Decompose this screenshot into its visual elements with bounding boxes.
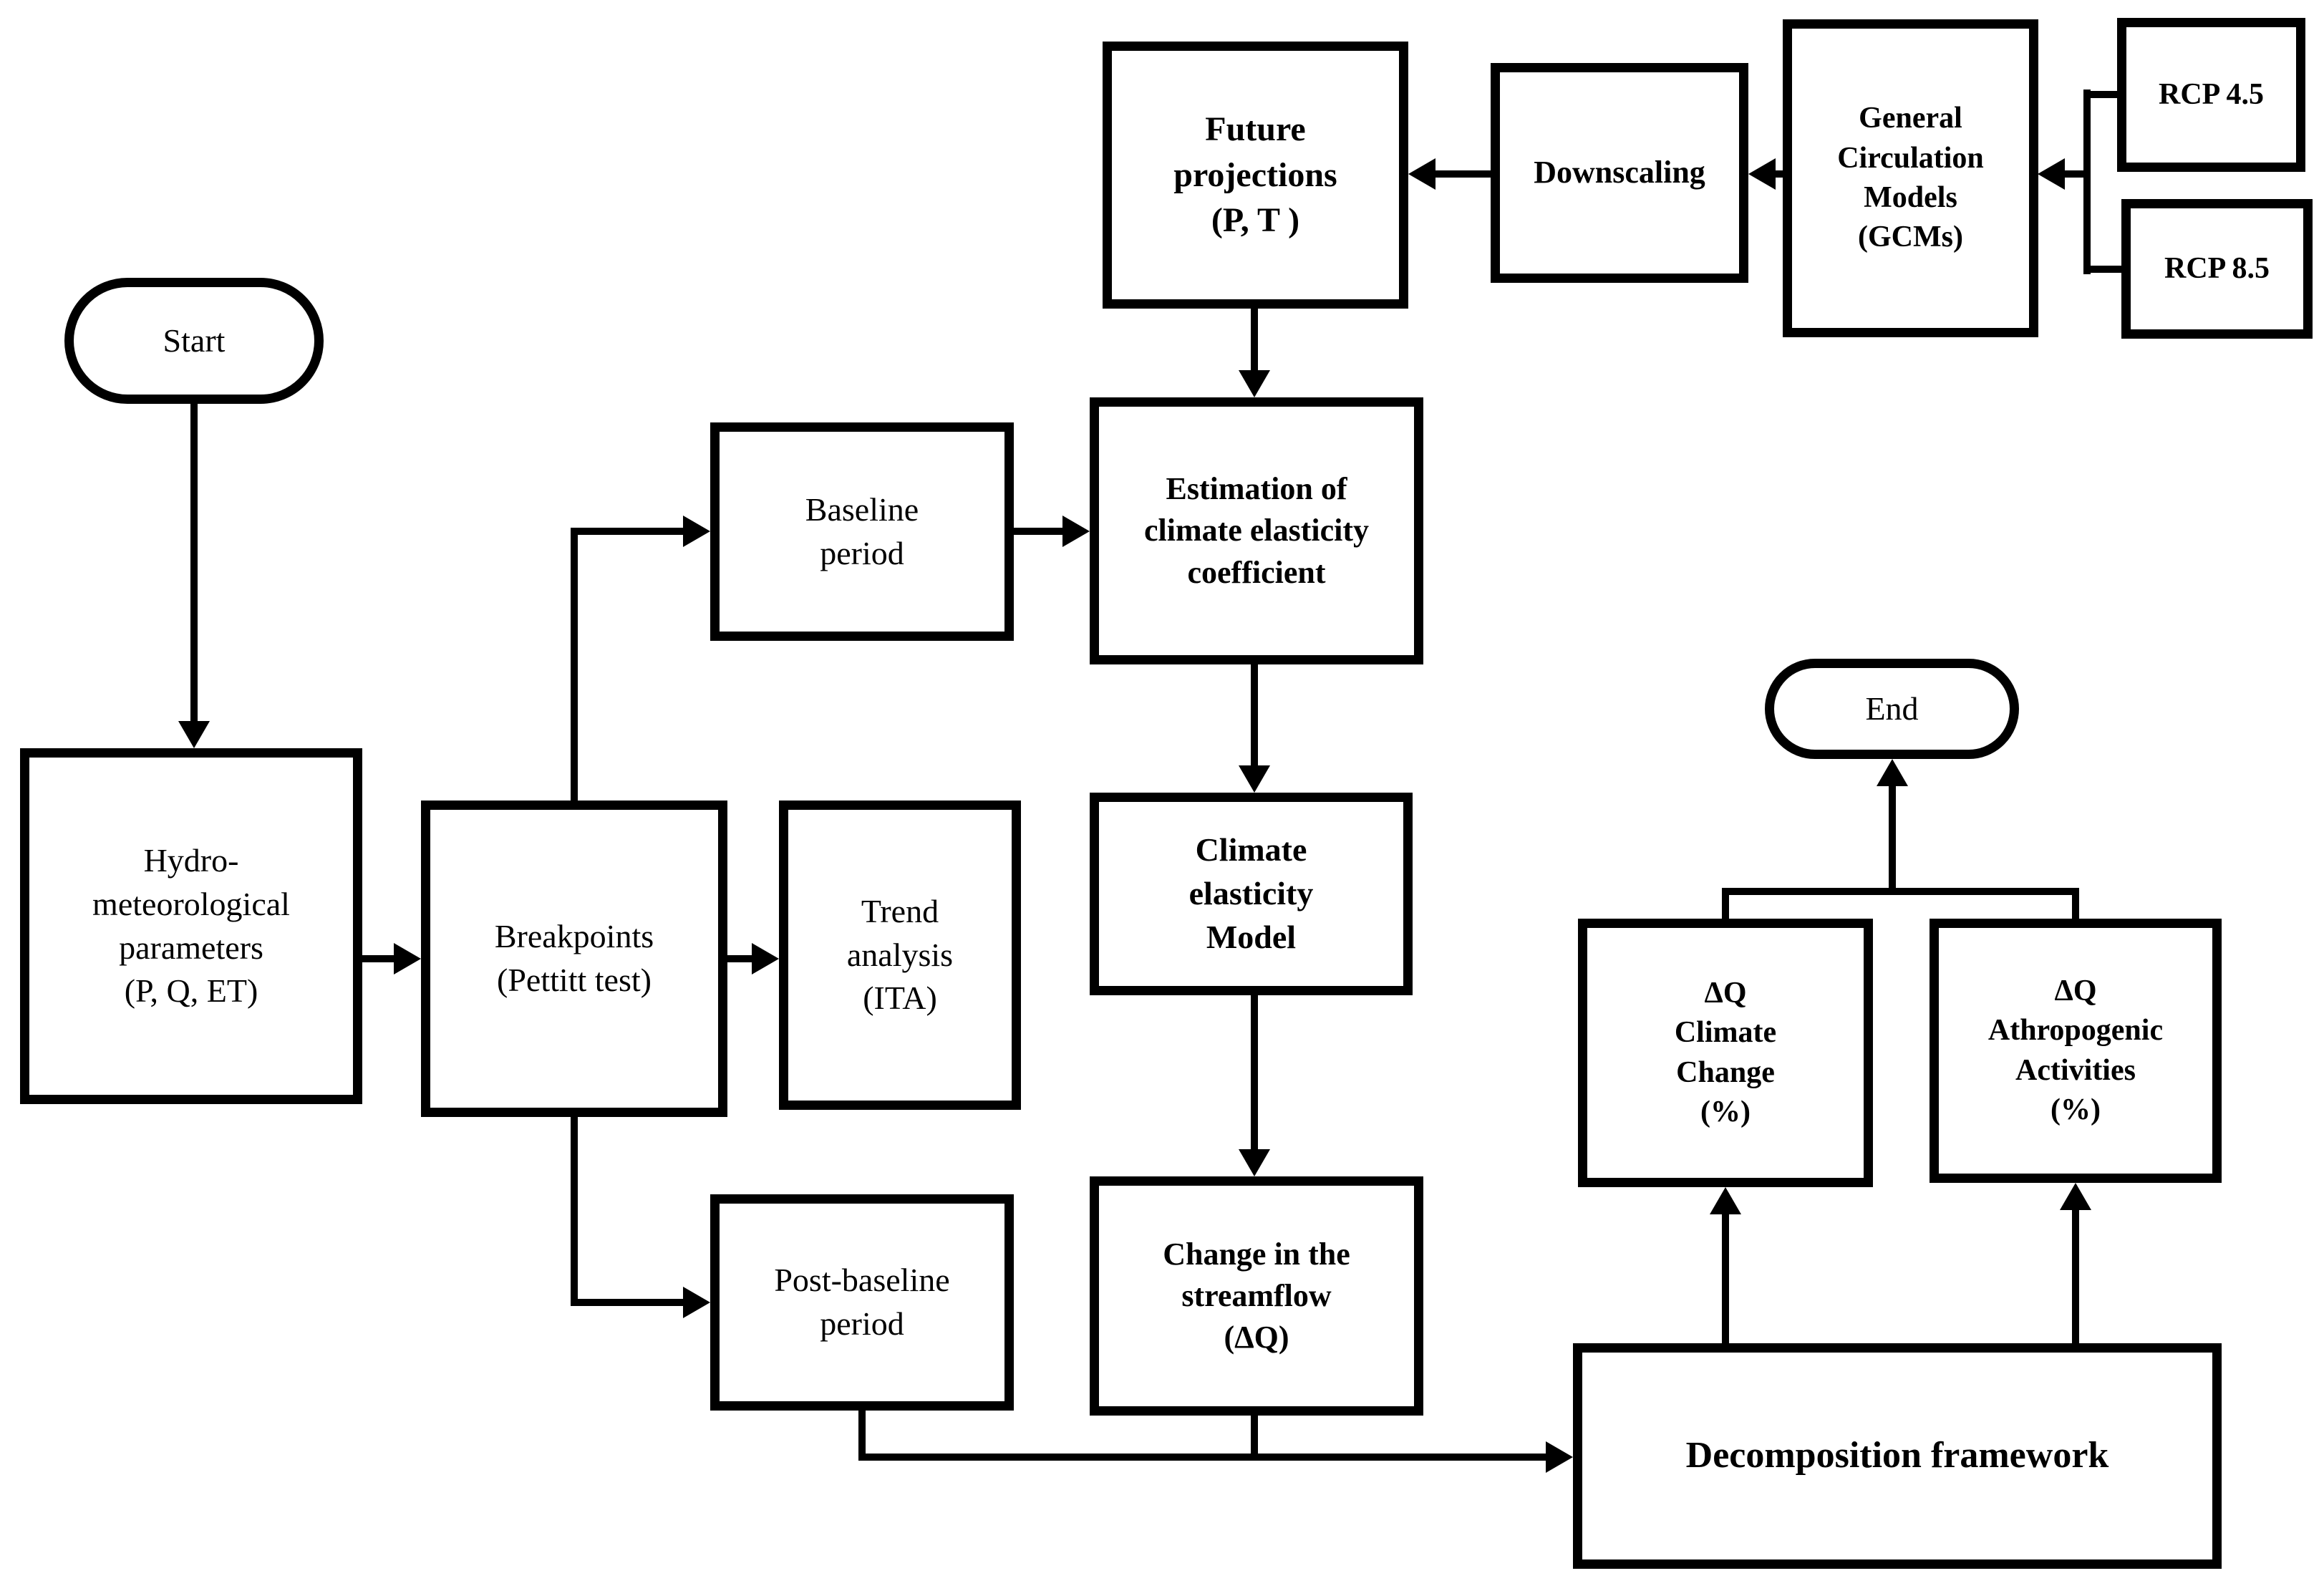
line-breakpoints-down — [571, 1117, 578, 1306]
node-start: Start — [64, 278, 324, 404]
node-climate-elasticity-model: Climate elasticity Model — [1090, 793, 1413, 995]
line-breakpoints-up — [571, 528, 578, 801]
arrowhead-model-to-change — [1239, 1149, 1270, 1176]
line-rcp-bracket-vertical — [2083, 90, 2091, 274]
node-downscaling: Downscaling — [1491, 63, 1748, 283]
line-breakpoints-to-baseline — [571, 528, 684, 535]
node-baseline-period: Baseline period — [710, 422, 1014, 641]
arrowhead-decomposition-to-dq-anthropogenic — [2060, 1183, 2091, 1210]
node-hydrometeorological-parameters: Hydro- meteorological parameters (P, Q, … — [20, 748, 362, 1104]
line-dq-anthropogenic-up-stub — [2072, 888, 2079, 924]
arrowhead-downscaling-to-future — [1408, 158, 1435, 190]
arrowhead-merge-to-decomposition — [1546, 1441, 1573, 1473]
line-hydromet-to-breakpoints — [362, 955, 395, 962]
arrowhead-hydromet-to-breakpoints — [394, 943, 421, 974]
line-decomposition-to-dq-climate — [1722, 1211, 1729, 1343]
node-post-baseline-period: Post-baseline period — [710, 1194, 1014, 1411]
node-dq-climate-change: ΔQ Climate Change (%) — [1578, 919, 1873, 1187]
arrowhead-breakpoints-to-postbaseline — [683, 1287, 710, 1318]
node-change-in-streamflow: Change in the streamflow (ΔQ) — [1090, 1176, 1423, 1416]
line-join-to-end — [1889, 783, 1896, 895]
line-baseline-to-estimation — [1014, 528, 1064, 535]
arrowhead-decomposition-to-dq-climate — [1710, 1187, 1741, 1214]
node-rcp-45: RCP 4.5 — [2117, 18, 2305, 172]
line-future-to-estimation — [1251, 309, 1258, 374]
node-decomposition-framework: Decomposition framework — [1573, 1343, 2222, 1569]
arrowhead-start-to-hydromet — [178, 721, 210, 748]
node-rcp-85: RCP 8.5 — [2121, 199, 2313, 339]
line-postbaseline-down-stub — [858, 1411, 866, 1461]
arrowhead-rcp-to-gcms — [2038, 158, 2065, 190]
line-model-to-change — [1251, 995, 1258, 1153]
line-gcms-to-downscaling — [1774, 170, 1784, 178]
line-decomposition-to-dq-anthropogenic — [2072, 1207, 2079, 1343]
line-rcp-bracket-to-gcms — [2063, 170, 2091, 178]
arrowhead-estimation-to-model — [1239, 765, 1270, 793]
node-end: End — [1765, 659, 2019, 759]
arrowhead-join-to-end — [1877, 759, 1908, 786]
node-trend-analysis-ita: Trend analysis (ITA) — [779, 801, 1021, 1110]
line-downscaling-to-future — [1434, 170, 1491, 178]
line-merge-to-decomposition — [858, 1454, 1547, 1461]
arrowhead-gcms-to-downscaling — [1748, 158, 1776, 190]
line-breakpoints-to-postbaseline — [571, 1299, 684, 1306]
line-dq-climate-up-stub — [1722, 888, 1729, 924]
node-future-projections: Future projections (P, T ) — [1103, 42, 1408, 309]
line-start-to-hydromet — [190, 404, 198, 725]
arrowhead-baseline-to-estimation — [1062, 516, 1090, 547]
arrowhead-breakpoints-to-trend — [752, 943, 779, 974]
line-change-down-stub — [1251, 1416, 1258, 1461]
line-rcp45-stub — [2083, 91, 2117, 98]
arrowhead-breakpoints-to-baseline — [683, 516, 710, 547]
line-estimation-to-model — [1251, 664, 1258, 769]
line-breakpoints-to-trend — [727, 955, 753, 962]
node-breakpoints-pettitt-test: Breakpoints (Pettitt test) — [421, 801, 727, 1117]
arrowhead-future-to-estimation — [1239, 370, 1270, 397]
node-general-circulation-models: General Circulation Models (GCMs) — [1783, 19, 2038, 337]
line-rcp85-stub — [2083, 266, 2121, 273]
node-estimation-climate-elasticity-coefficient: Estimation of climate elasticity coeffic… — [1090, 397, 1423, 664]
line-dq-join-bar — [1722, 888, 2079, 895]
node-dq-anthropogenic-activities: ΔQ Athropogenic Activities (%) — [1930, 919, 2222, 1183]
